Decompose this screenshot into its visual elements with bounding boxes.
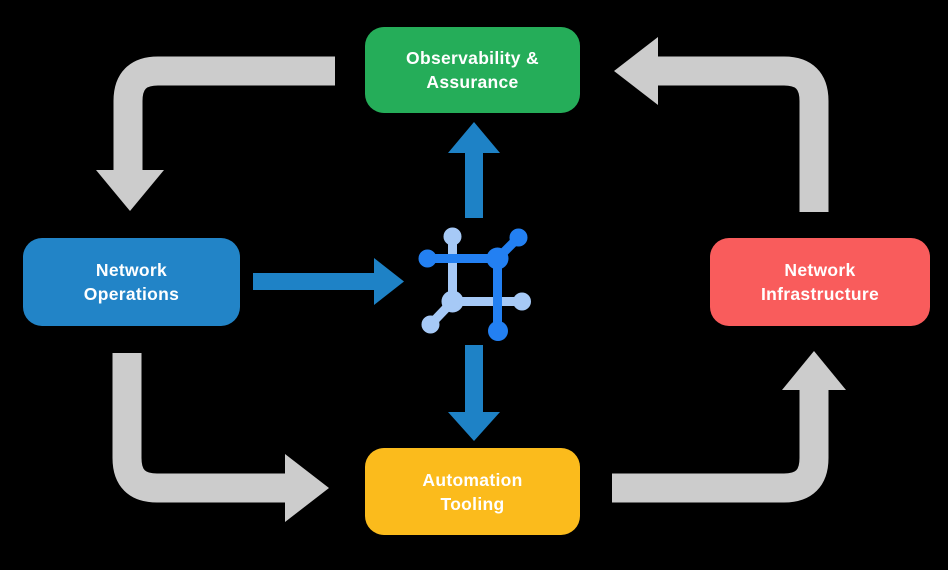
node-label: Automation Tooling bbox=[422, 469, 523, 514]
arrow-elbow bbox=[113, 56, 335, 172]
arrowhead-left-icon bbox=[614, 37, 658, 105]
mesh-light-dots bbox=[421, 227, 531, 334]
arrow-automation-to-infrastructure bbox=[612, 351, 846, 503]
flow-arrow-operations-to-center bbox=[253, 258, 404, 305]
arrowhead-up-icon bbox=[782, 351, 846, 390]
flow-arrow-center-to-automation bbox=[448, 345, 500, 441]
node-network-operations: Network Operations bbox=[23, 238, 240, 326]
node-network-infrastructure: Network Infrastructure bbox=[710, 238, 930, 326]
arrow-elbow bbox=[612, 388, 829, 503]
arrow-operations-to-automation bbox=[112, 353, 329, 522]
arrowhead-right-icon bbox=[285, 454, 329, 522]
node-observability-assurance: Observability & Assurance bbox=[365, 27, 580, 113]
arrow-elbow bbox=[112, 353, 286, 503]
node-label: Network Infrastructure bbox=[761, 260, 879, 304]
network-mesh-icon bbox=[418, 227, 531, 341]
node-label: Observability & Assurance bbox=[406, 48, 539, 92]
node-label: Network Operations bbox=[83, 260, 180, 304]
arrow-observability-to-operations bbox=[96, 56, 335, 211]
node-automation-tooling: Automation Tooling bbox=[365, 448, 580, 535]
arrowhead-down-icon bbox=[96, 170, 164, 211]
arrow-infrastructure-to-observability bbox=[614, 37, 829, 212]
flow-arrow-center-to-observability bbox=[448, 122, 500, 218]
arrow-elbow bbox=[658, 56, 829, 212]
mesh-dark-dots bbox=[418, 228, 528, 341]
